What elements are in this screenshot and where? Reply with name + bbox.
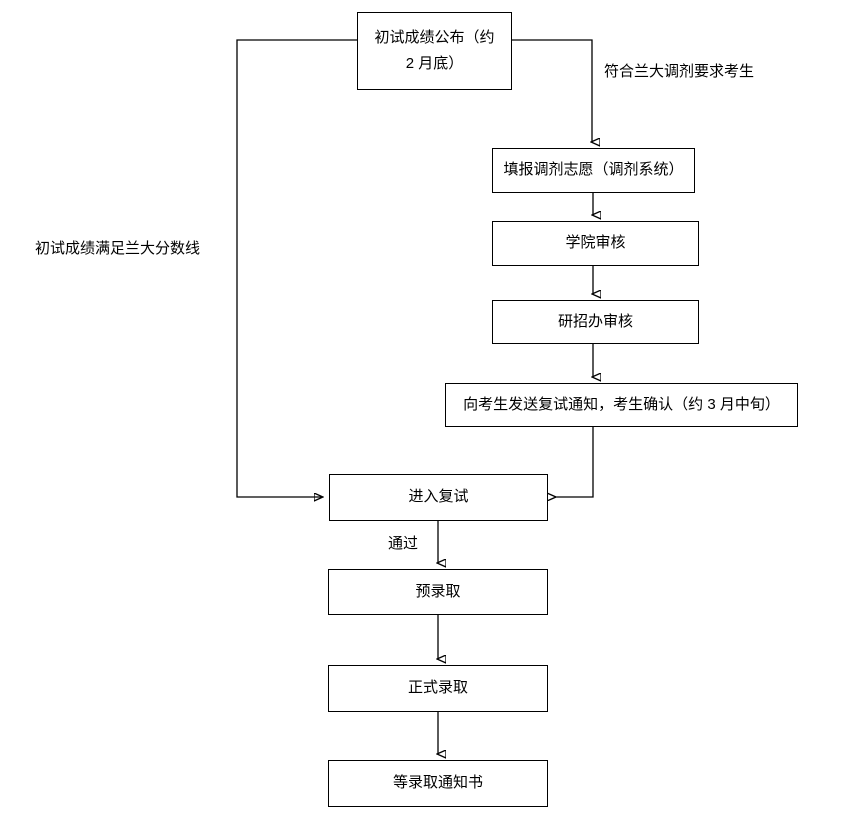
node-admissions-office-review[interactable]: 研招办审核 [492,300,699,344]
node-pre-admission[interactable]: 预录取 [328,569,548,615]
node-college-review-label: 学院审核 [565,234,626,252]
node-enter-retest[interactable]: 进入复试 [329,474,548,521]
edge-label-meets-score-line: 初试成绩满足兰大分数线 [35,240,201,257]
edge-notice-to-retest [555,427,594,497]
node-formal-admission-label: 正式录取 [407,679,468,697]
node-fill-transfer[interactable]: 填报调剂志愿（调剂系统） [492,148,695,193]
node-college-review[interactable]: 学院审核 [492,221,699,266]
node-exam-results-label-line2: 2 月底） [405,55,464,72]
node-admissions-office-review-label: 研招办审核 [557,312,633,330]
node-exam-results[interactable]: 初试成绩公布（约 2 月底） [357,12,512,90]
node-pre-admission-label: 预录取 [415,582,461,600]
edge-exam-to-retest-left [236,39,357,497]
node-formal-admission[interactable]: 正式录取 [328,665,548,712]
node-exam-results-label-line1: 初试成绩公布（约 [374,28,495,46]
node-fill-transfer-label: 填报调剂志愿（调剂系统） [503,161,684,179]
node-wait-letter[interactable]: 等录取通知书 [328,760,548,807]
node-enter-retest-label: 进入复试 [408,488,469,506]
edge-exam-to-fill-transfer [511,39,592,142]
edge-label-passed: 通过 [388,535,419,552]
edge-label-meets-transfer-requirement: 符合兰大调剂要求考生 [604,63,755,80]
node-send-retest-notice-label: 向考生发送复试通知，考生确认（约 3 月中旬） [463,395,780,413]
node-wait-letter-label: 等录取通知书 [392,774,483,792]
node-send-retest-notice[interactable]: 向考生发送复试通知，考生确认（约 3 月中旬） [445,383,798,427]
